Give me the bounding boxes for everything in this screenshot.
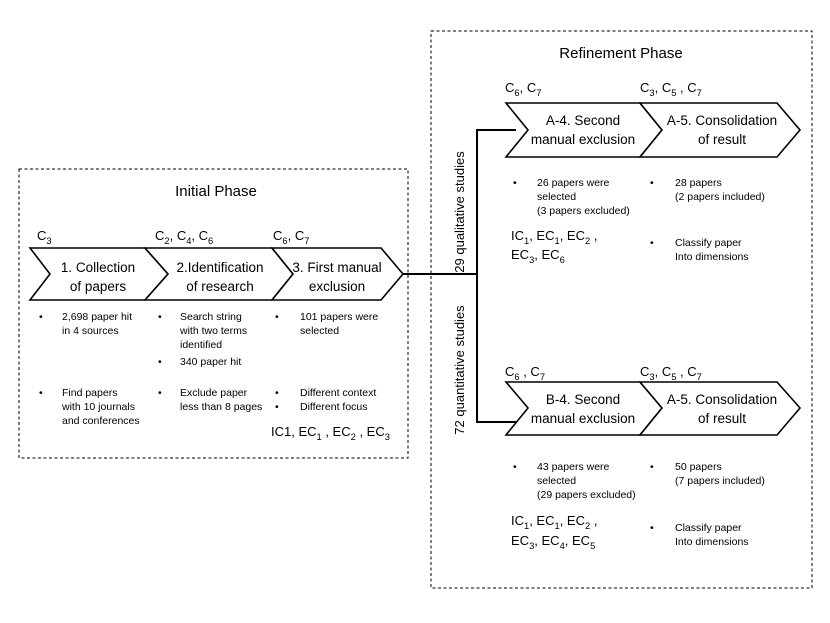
note-b5-2: • Classify paper Into dimensions	[650, 522, 749, 548]
branch-label-quantitative: 72 quantitative studies	[452, 305, 467, 435]
svg-text:(3 papers excluded): (3 papers excluded)	[537, 205, 630, 217]
initial-phase-title: Initial Phase	[175, 183, 257, 200]
svg-text:selected: selected	[300, 325, 339, 337]
refinement-phase-box	[430, 30, 813, 589]
svg-text:Into dimensions: Into dimensions	[675, 536, 749, 548]
step-collection-label-1: 1. Collection	[61, 260, 135, 275]
step-first-exclusion-label-2: exclusion	[309, 279, 365, 294]
svg-text:Classify paper: Classify paper	[675, 237, 742, 249]
svg-text:50 papers: 50 papers	[675, 461, 722, 473]
svg-text:•: •	[650, 461, 654, 473]
svg-text:in 4 sources: in 4 sources	[62, 325, 119, 337]
exclusion-criteria-a-line1: IC1, EC1, EC2 ,	[511, 228, 597, 246]
step-first-exclusion-chevron	[270, 247, 405, 301]
svg-text:selected: selected	[537, 191, 576, 203]
exclusion-criteria-b-line1: IC1, EC1, EC2 ,	[511, 513, 597, 531]
svg-text:•: •	[513, 177, 517, 189]
svg-text:•: •	[158, 356, 162, 368]
svg-text:(2 papers included): (2 papers included)	[675, 191, 765, 203]
svg-text:2,698 paper hit: 2,698 paper hit	[62, 311, 132, 323]
step-a4-label-1: A-4. Second	[546, 113, 620, 128]
svg-text:(7 papers included): (7 papers included)	[675, 475, 765, 487]
note-identification-3: • Exclude paper less than 8 pages	[158, 387, 262, 413]
step-a4-chevron	[504, 102, 664, 158]
svg-text:with 10 journals: with 10 journals	[61, 401, 135, 413]
svg-text:Find papers: Find papers	[62, 387, 117, 399]
svg-text:•: •	[513, 461, 517, 473]
step-b5-label-2: of result	[698, 411, 746, 426]
step-b4-label-2: manual exclusion	[531, 411, 635, 426]
connector-quantitative	[476, 274, 516, 423]
note-b4: • 43 papers were selected (29 papers exc…	[513, 461, 636, 501]
step-a4-label-2: manual exclusion	[531, 132, 635, 147]
note-identification-1: • Search string with two terms identifie…	[158, 311, 247, 351]
step-collection-label-2: of papers	[70, 279, 127, 294]
svg-text:Classify paper: Classify paper	[675, 522, 742, 534]
svg-text:Into dimensions: Into dimensions	[675, 251, 749, 263]
step-a5-label-2: of result	[698, 132, 746, 147]
criteria-collection: C3	[37, 228, 52, 246]
connector-qualitative	[403, 129, 516, 275]
svg-text:•: •	[158, 311, 162, 323]
svg-text:less than 8 pages: less than 8 pages	[180, 401, 262, 413]
step-first-exclusion-label-1: 3. First manual	[292, 260, 381, 275]
svg-text:Different focus: Different focus	[300, 401, 368, 413]
step-identification-label-1: 2.Identification	[176, 260, 263, 275]
step-b5-chevron	[638, 381, 802, 436]
svg-text:Different context: Different context	[300, 387, 376, 399]
criteria-identification: C2, C4, C6	[155, 228, 213, 246]
svg-text:101 papers were: 101 papers were	[300, 311, 378, 323]
note-a4: • 26 papers were selected (3 papers excl…	[513, 177, 630, 217]
svg-text:•: •	[650, 522, 654, 534]
initial-phase-box	[18, 168, 409, 459]
svg-text:28 papers: 28 papers	[675, 177, 722, 189]
svg-text:•: •	[275, 311, 279, 323]
svg-text:(29 papers excluded): (29 papers excluded)	[537, 489, 636, 501]
svg-text:•: •	[39, 387, 43, 399]
criteria-first-exclusion: C6, C7	[273, 228, 309, 246]
svg-text:identified: identified	[180, 339, 222, 351]
step-identification-label-2: of research	[186, 279, 254, 294]
note-b5-1: • 50 papers (7 papers included)	[650, 461, 765, 487]
note-first-exclusion-2: • Different context • Different focus	[275, 387, 376, 413]
note-collection-1: • 2,698 paper hit in 4 sources	[39, 311, 132, 337]
svg-text:•: •	[158, 387, 162, 399]
step-a5-label-1: A-5. Consolidation	[667, 113, 777, 128]
step-b4-label-1: B-4. Second	[546, 392, 620, 407]
step-b5-label-1: A-5. Consolidation	[667, 392, 777, 407]
exclusion-criteria-initial: IC1, EC1 , EC2 , EC3	[271, 424, 390, 442]
svg-text:340 paper hit: 340 paper hit	[180, 356, 241, 368]
criteria-b4: C6 , C7	[505, 364, 545, 382]
svg-text:•: •	[275, 401, 279, 413]
svg-text:Exclude paper: Exclude paper	[180, 387, 248, 399]
svg-text:•: •	[650, 177, 654, 189]
svg-text:•: •	[39, 311, 43, 323]
step-b4-chevron	[504, 381, 664, 436]
note-first-exclusion-1: • 101 papers were selected	[275, 311, 378, 337]
criteria-a4: C6, C7	[505, 80, 541, 98]
exclusion-criteria-b-line2: EC3, EC4, EC5	[511, 533, 595, 551]
svg-text:•: •	[275, 387, 279, 399]
svg-text:•: •	[650, 237, 654, 249]
step-a5-chevron	[638, 102, 802, 158]
exclusion-criteria-a-line2: EC3, EC6	[511, 247, 565, 265]
branch-label-qualitative: 29 qualitative studies	[452, 151, 467, 273]
refinement-phase-title: Refinement Phase	[559, 45, 682, 62]
criteria-b5: C3, C5 , C7	[640, 364, 702, 382]
note-a5-1: • 28 papers (2 papers included)	[650, 177, 765, 203]
svg-text:selected: selected	[537, 475, 576, 487]
svg-text:with two terms: with two terms	[179, 325, 247, 337]
svg-text:43 papers were: 43 papers were	[537, 461, 610, 473]
svg-text:Search string: Search string	[180, 311, 242, 323]
note-a5-2: • Classify paper Into dimensions	[650, 237, 749, 263]
svg-text:and conferences: and conferences	[62, 415, 140, 427]
svg-text:26 papers were: 26 papers were	[537, 177, 610, 189]
note-identification-2: • 340 paper hit	[158, 356, 241, 368]
criteria-a5: C3, C5 , C7	[640, 80, 702, 98]
note-collection-2: • Find papers with 10 journals and confe…	[39, 387, 140, 427]
